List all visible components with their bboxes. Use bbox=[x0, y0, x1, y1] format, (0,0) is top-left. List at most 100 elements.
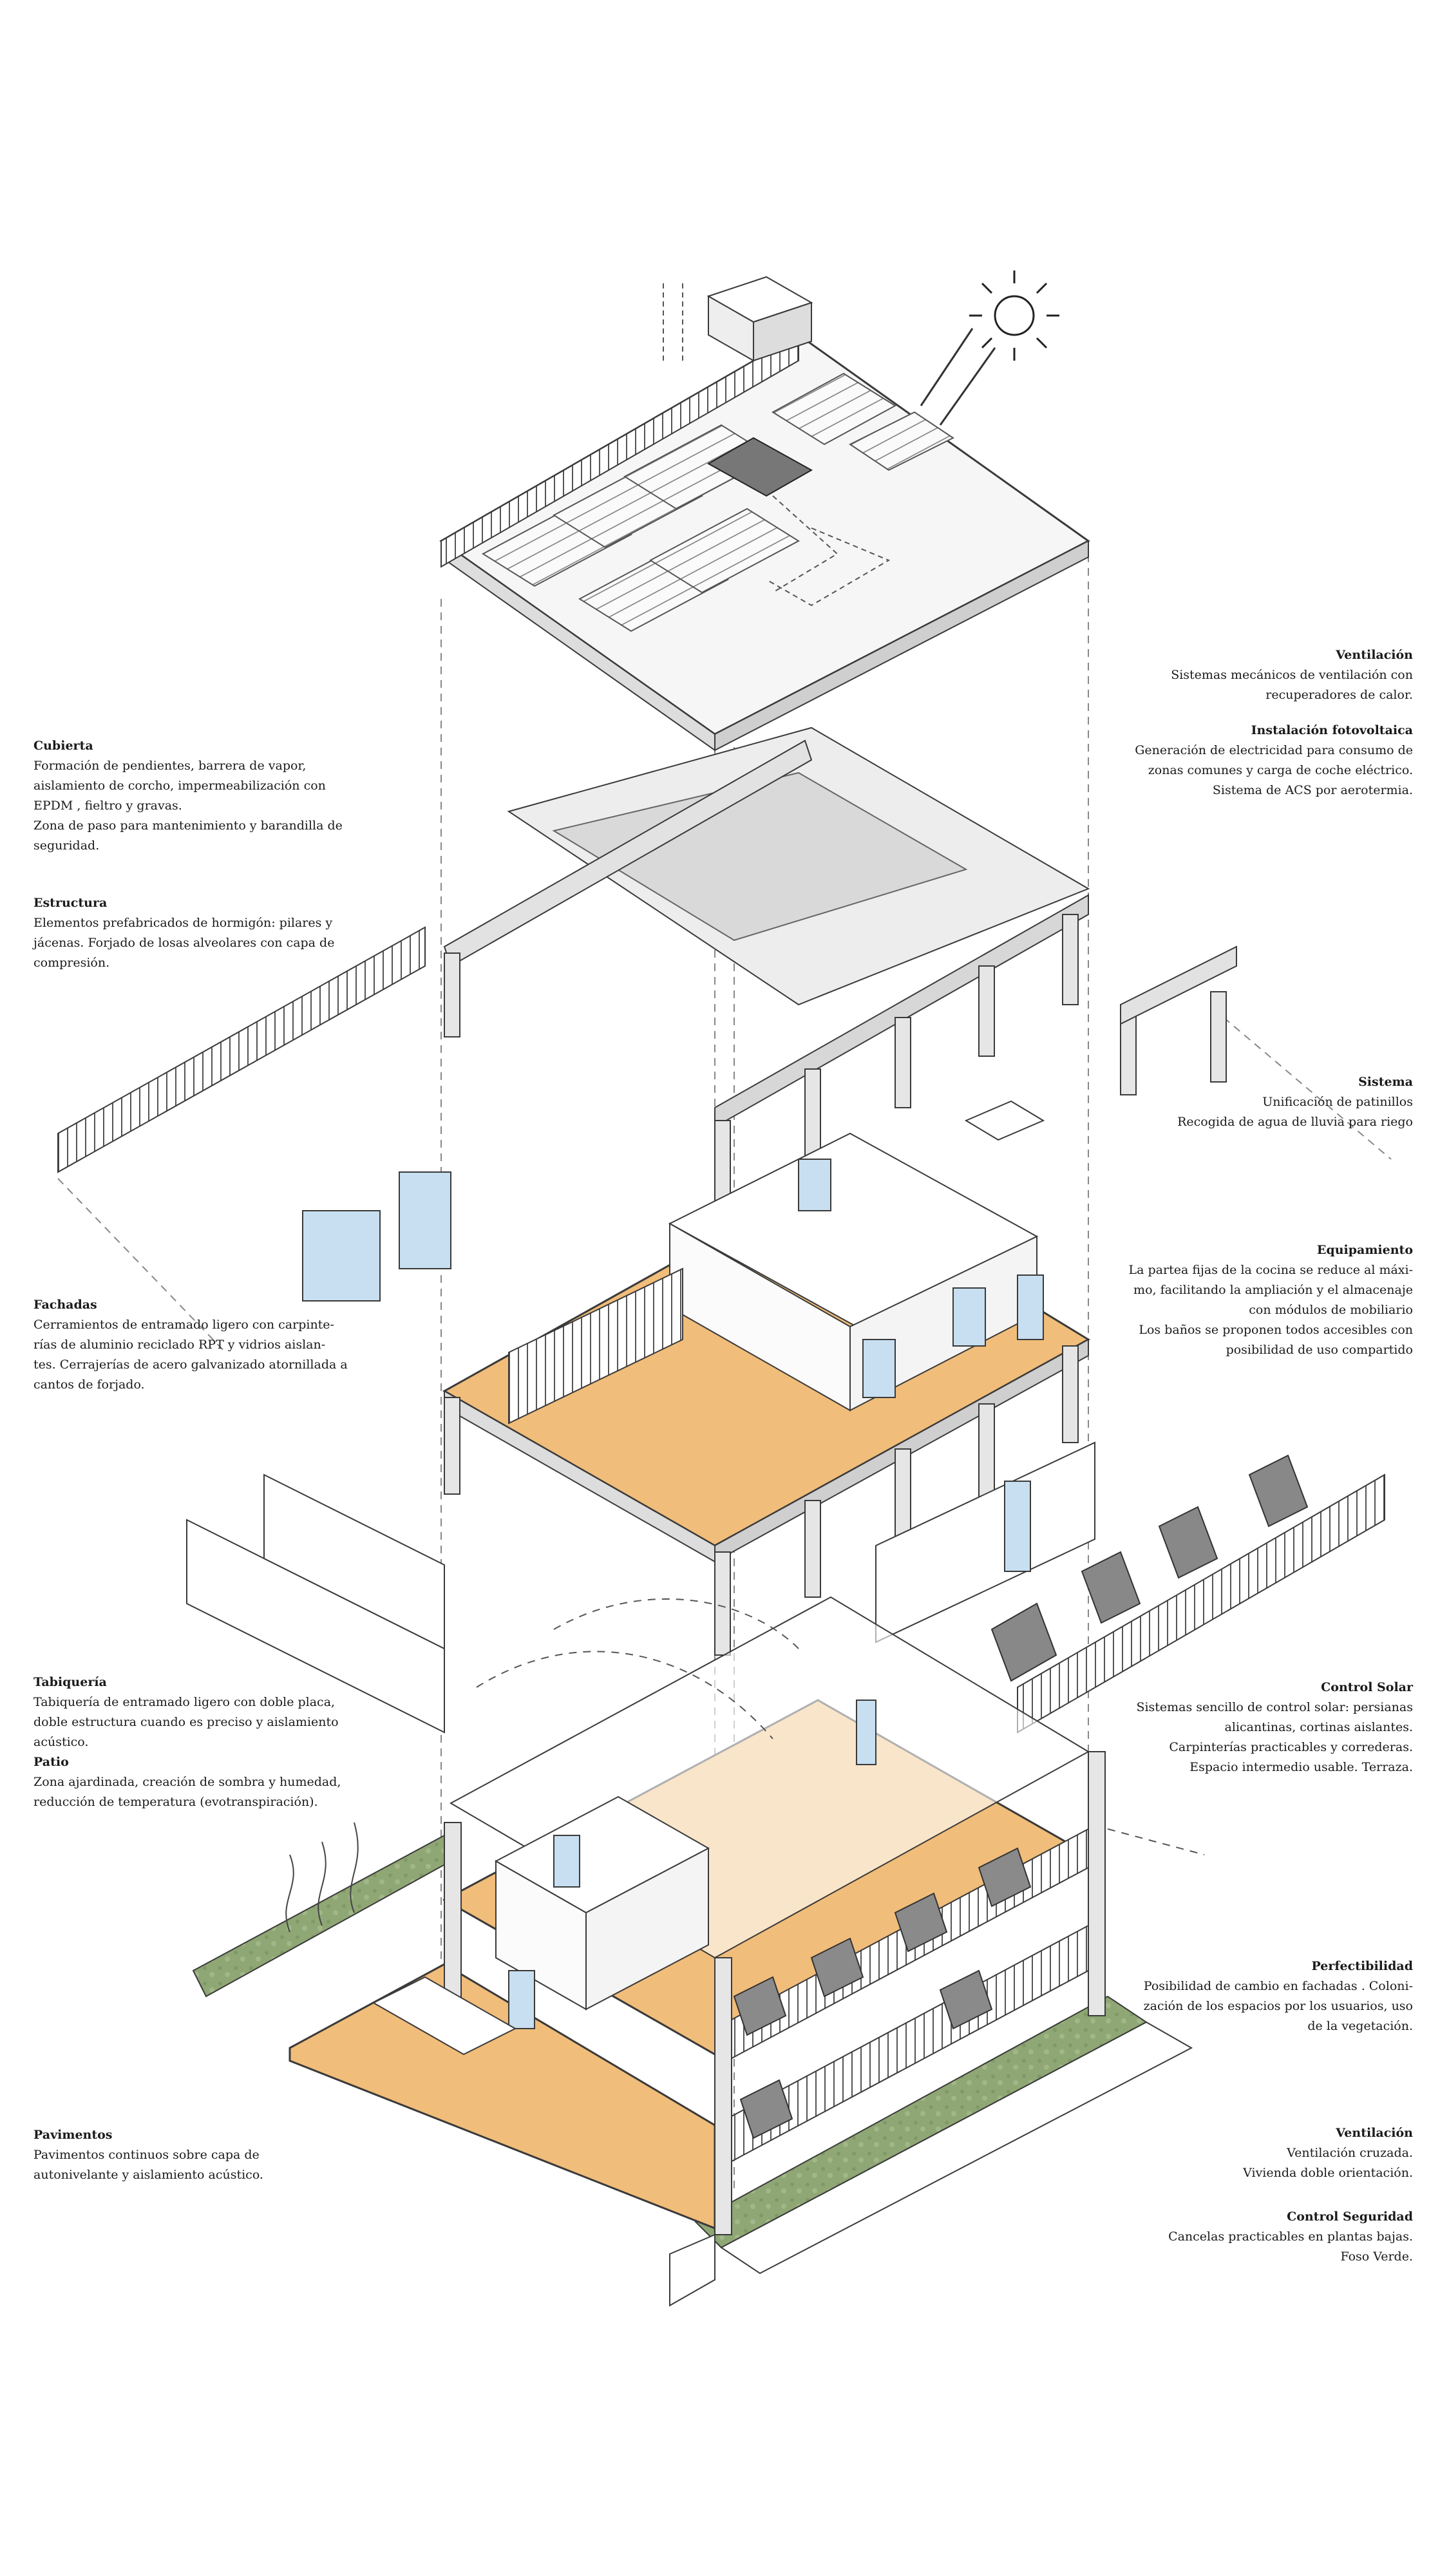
building-block bbox=[192, 1596, 1205, 2307]
note-fachadas-line: cantos de forjado. bbox=[33, 1378, 145, 1392]
balcony-railing-upper bbox=[508, 1267, 683, 1425]
note-sistema-line: Recogida de agua de lluvia para riego bbox=[1177, 1115, 1413, 1129]
note-control-solar: Control Solar Sistemas sencillo de contr… bbox=[1052, 1678, 1413, 1777]
note-tabiqueria-line: doble estructura cuando es preciso y ais… bbox=[33, 1715, 339, 1729]
note-fachadas-title: Fachadas bbox=[33, 1298, 97, 1312]
note-pavimentos-line: Pavimentos continuos sobre capa de bbox=[33, 2148, 260, 2162]
note-equipamiento-line: La partea fijas de la cocina se reduce a… bbox=[1128, 1263, 1413, 1277]
note-perfectibilidad-line: de la vegetación. bbox=[1307, 2019, 1413, 2033]
note-ventilacion-bottom-title: Ventilación bbox=[1336, 2126, 1413, 2140]
note-tabiqueria-line: Tabiquería de entramado ligero con doble… bbox=[33, 1695, 336, 1709]
note-sistema: Sistema Unificación de patinillos Recogi… bbox=[1052, 1072, 1413, 1132]
note-control-seguridad: Control Seguridad Cancelas practicables … bbox=[1052, 2207, 1413, 2267]
note-equipamiento: Equipamiento La partea fijas de la cocin… bbox=[1052, 1240, 1413, 1360]
note-fotovoltaica: Instalación fotovoltaica Generación de e… bbox=[1052, 721, 1413, 800]
grass-left bbox=[192, 1834, 452, 1998]
columns bbox=[444, 914, 1227, 1211]
note-fachadas-line: rías de aluminio reciclado RPT y vidrios… bbox=[33, 1338, 326, 1352]
note-tabiqueria-title: Tabiquería bbox=[33, 1675, 107, 1689]
windows bbox=[302, 1159, 1044, 1398]
sun-icon bbox=[969, 270, 1059, 361]
facade-shutters bbox=[733, 1847, 1032, 2139]
note-sistema-title: Sistema bbox=[1358, 1075, 1413, 1089]
note-equipamiento-line: mo, facilitando la ampliación y el almac… bbox=[1133, 1283, 1413, 1297]
note-estructura-line: Elementos prefabricados de hormigón: pil… bbox=[33, 916, 333, 930]
structure-level bbox=[57, 726, 1237, 1211]
note-perfectibilidad-title: Perfectibilidad bbox=[1311, 1959, 1413, 1973]
note-sistema-line: Unificación de patinillos bbox=[1262, 1095, 1413, 1109]
note-ventilacion-top-line: recuperadores de calor. bbox=[1265, 688, 1413, 702]
note-estructura: Estructura Elementos prefabricados de ho… bbox=[33, 893, 359, 973]
note-tabiqueria: Tabiquería Tabiquería de entramado liger… bbox=[33, 1672, 359, 1752]
portal-frame-right bbox=[1120, 945, 1237, 1025]
airflow-arrows bbox=[285, 1822, 359, 1933]
note-pavimentos-line: autonivelante y aislamiento acústico. bbox=[33, 2168, 263, 2182]
kitchen-unit bbox=[964, 1100, 1045, 1141]
note-control-seguridad-line: Foso Verde. bbox=[1340, 2249, 1413, 2264]
roof-slab-edge-right bbox=[714, 540, 1089, 752]
sun-rays-arrows bbox=[920, 328, 996, 426]
note-fachadas: Fachadas Cerramientos de entramado liger… bbox=[33, 1295, 359, 1395]
note-fotovoltaica-title: Instalación fotovoltaica bbox=[1251, 723, 1413, 737]
note-ventilacion-bottom: Ventilación Ventilación cruzada. Viviend… bbox=[1052, 2123, 1413, 2183]
note-control-solar-line: Sistemas sencillo de control solar: pers… bbox=[1136, 1700, 1413, 1714]
note-patio: Patio Zona ajardinada, creación de sombr… bbox=[33, 1752, 359, 1812]
cross-ventilation-dashes bbox=[476, 1598, 1205, 1855]
note-fotovoltaica-line: Sistema de ACS por aerotermia. bbox=[1212, 783, 1413, 797]
solar-panels bbox=[482, 372, 954, 632]
car bbox=[372, 1976, 517, 2056]
partition-panels bbox=[186, 1473, 445, 1734]
patio-paving bbox=[720, 2021, 1193, 2275]
note-cubierta-line: Zona de paso para mantenimiento y barand… bbox=[33, 819, 343, 833]
note-control-seguridad-title: Control Seguridad bbox=[1287, 2210, 1413, 2224]
note-equipamiento-title: Equipamiento bbox=[1316, 1243, 1413, 1257]
note-perfectibilidad-line: Posibilidad de cambio en fachadas . Colo… bbox=[1143, 1979, 1413, 1993]
note-ventilacion-top: Ventilación Sistemas mecánicos de ventil… bbox=[1052, 645, 1413, 705]
roof-railing bbox=[440, 334, 799, 568]
note-ventilacion-bottom-line: Vivienda doble orientación. bbox=[1243, 2166, 1413, 2180]
note-cubierta-line: seguridad. bbox=[33, 838, 100, 853]
note-fachadas-line: Cerramientos de entramado ligero con car… bbox=[33, 1318, 334, 1332]
note-estructura-line: jácenas. Forjado de losas alveolares con… bbox=[33, 936, 335, 950]
note-pavimentos-title: Pavimentos bbox=[33, 2128, 113, 2142]
note-ventilacion-top-line: Sistemas mecánicos de ventilación con bbox=[1171, 668, 1413, 682]
skylight bbox=[706, 437, 813, 497]
note-estructura-line: compresión. bbox=[33, 956, 110, 970]
note-control-solar-line: alicantinas, cortinas aislantes. bbox=[1224, 1720, 1414, 1734]
note-control-solar-title: Control Solar bbox=[1321, 1680, 1413, 1694]
note-cubierta-line: aislamiento de corcho, impermeabilizació… bbox=[33, 779, 326, 793]
note-pavimentos: Pavimentos Pavimentos continuos sobre ca… bbox=[33, 2125, 359, 2185]
note-patio-line: Zona ajardinada, creación de sombra y hu… bbox=[33, 1775, 341, 1789]
note-perfectibilidad-line: zación de los espacios por los usuarios,… bbox=[1143, 1999, 1413, 2013]
note-patio-title: Patio bbox=[33, 1755, 69, 1769]
columns-upper bbox=[444, 1345, 1079, 1656]
note-tabiqueria-line: acústico. bbox=[33, 1735, 89, 1749]
shutters bbox=[990, 1454, 1309, 1682]
note-perfectibilidad: Perfectibilidad Posibilidad de cambio en… bbox=[1052, 1956, 1413, 2036]
note-cubierta-line: Formación de pendientes, barrera de vapo… bbox=[33, 759, 307, 773]
roof-level bbox=[439, 270, 1090, 752]
note-cubierta-line: EPDM , fieltro y gravas. bbox=[33, 799, 182, 813]
note-equipamiento-line: Los baños se proponen todos accesibles c… bbox=[1139, 1323, 1413, 1337]
note-equipamiento-line: con módulos de mobiliario bbox=[1249, 1303, 1413, 1317]
note-equipamiento-line: posibilidad de uso compartido bbox=[1226, 1343, 1413, 1357]
note-cubierta-title: Cubierta bbox=[33, 739, 93, 753]
note-control-solar-line: Carpinterías practicables y correderas. bbox=[1169, 1740, 1413, 1754]
ventilation-arrows bbox=[663, 283, 891, 607]
note-estructura-title: Estructura bbox=[33, 896, 108, 910]
green-moat bbox=[669, 2233, 715, 2307]
note-control-seguridad-line: Cancelas practicables en plantas bajas. bbox=[1168, 2230, 1413, 2244]
note-ventilacion-bottom-line: Ventilación cruzada. bbox=[1287, 2146, 1413, 2160]
note-cubierta: Cubierta Formación de pendientes, barrer… bbox=[33, 736, 359, 856]
note-fachadas-line: tes. Cerrajerías de acero galvanizado at… bbox=[33, 1358, 348, 1372]
note-fotovoltaica-line: Generación de electricidad para consumo … bbox=[1135, 743, 1413, 757]
block-windows bbox=[508, 1700, 876, 2029]
note-control-solar-line: Espacio intermedio usable. Terraza. bbox=[1189, 1760, 1413, 1774]
railing-panel-left bbox=[57, 926, 426, 1173]
note-fotovoltaica-line: zonas comunes y carga de coche eléctrico… bbox=[1148, 763, 1413, 777]
upper-floor-level bbox=[302, 1100, 1090, 1656]
note-ventilacion-top-title: Ventilación bbox=[1336, 648, 1413, 662]
note-patio-line: reducción de temperatura (evotranspiraci… bbox=[33, 1795, 318, 1809]
